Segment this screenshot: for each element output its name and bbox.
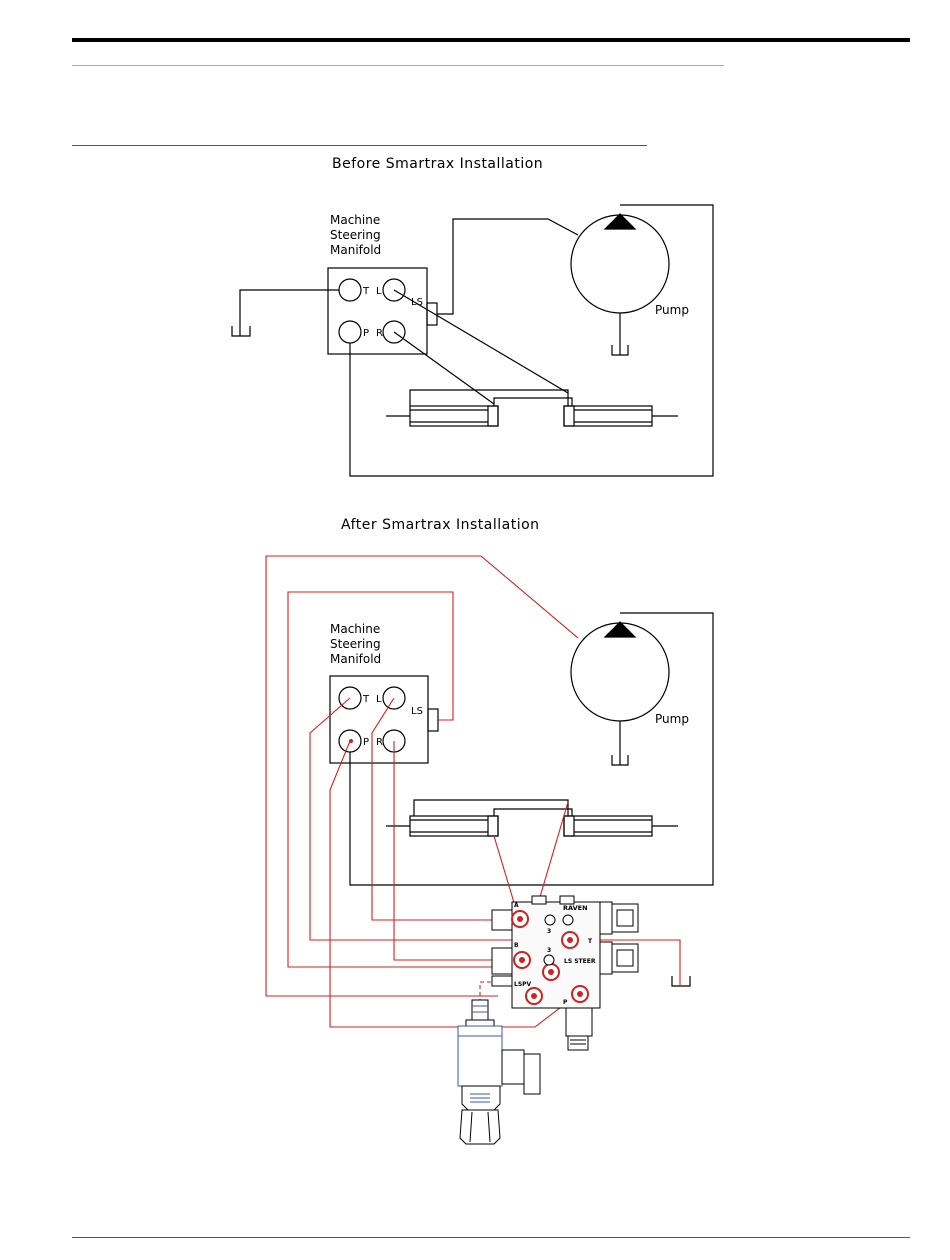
valve-left-fitting-c — [492, 976, 512, 986]
valve-gauge-port-1 — [545, 915, 555, 925]
before-port-p-label: P — [363, 328, 369, 339]
valve-port-p-label: P — [563, 999, 568, 1006]
before-cross-tube-inner — [494, 398, 572, 406]
coil-top-body — [600, 902, 612, 934]
lspv-connector — [502, 1050, 524, 1084]
before-port-l-label: L — [376, 286, 382, 297]
after-port-l-label: L — [376, 694, 382, 705]
valve-num-top: 3 — [547, 928, 551, 935]
valve-top-bump-2 — [560, 896, 574, 904]
after-cyl-right-cap — [564, 816, 574, 836]
valve-bottom-cartridge — [566, 1008, 592, 1036]
valve-left-fitting-b — [492, 948, 512, 974]
before-pressure-line — [350, 205, 713, 476]
after-port-p-label: P — [363, 737, 369, 748]
before-manifold-label-3: Manifold — [330, 243, 381, 257]
before-diagram: Machine Steering Manifold T L P R LS Pum… — [232, 205, 713, 476]
after-cyl-right — [564, 816, 652, 836]
before-l-line — [394, 290, 568, 393]
after-manifold-label-3: Manifold — [330, 652, 381, 666]
before-pump — [571, 215, 669, 313]
before-ls-line — [437, 219, 578, 314]
after-pump-label: Pump — [655, 712, 689, 726]
before-manifold-label-2: Steering — [330, 228, 381, 242]
valve-port-a-label: A — [514, 902, 519, 909]
valve-top-bump-1 — [532, 896, 546, 904]
after-pump-return-loop — [350, 613, 713, 885]
before-port-r-label: R — [376, 328, 383, 339]
valve-port-b-label: B — [514, 942, 519, 949]
before-manifold-label-1: Machine — [330, 213, 380, 227]
after-manifold-label-2: Steering — [330, 637, 381, 651]
valve-gauge-port-3 — [544, 955, 554, 965]
after-manifold-label-1: Machine — [330, 622, 380, 636]
after-cyl-left-cap — [488, 816, 498, 836]
before-cyl-left-cap — [488, 406, 498, 426]
lspv-top-fitting — [472, 1000, 488, 1020]
lspv-solenoid — [458, 1000, 540, 1144]
after-cross-tube-inner — [494, 809, 572, 816]
coil-bottom-body — [600, 942, 612, 974]
before-cyl-right-cap — [564, 406, 574, 426]
valve-lspv-label: LSPV — [514, 981, 532, 988]
p-port-dot — [349, 739, 353, 743]
before-port-t-label: T — [362, 286, 370, 297]
valve-ls-steer-label: LS STEER — [564, 958, 596, 965]
before-port-p — [339, 321, 361, 343]
after-port-ls-label: LS — [411, 706, 423, 717]
after-pump — [571, 623, 669, 721]
before-port-t — [339, 279, 361, 301]
before-r-line — [394, 332, 494, 404]
before-tank-line — [240, 290, 339, 336]
valve-left-fitting-a — [492, 910, 512, 930]
after-port-r-label: R — [376, 737, 383, 748]
before-tank-symbol — [232, 326, 250, 336]
after-cyl-left — [410, 816, 498, 836]
before-cyl-right — [564, 406, 652, 426]
lspv-coil — [458, 1026, 502, 1086]
valve-brand-label: RAVEN — [563, 904, 588, 912]
before-pump-label: Pump — [655, 303, 689, 317]
before-cyl-left — [410, 406, 498, 426]
valve-num-bottom: 3 — [547, 947, 551, 954]
valve-gauge-port-2 — [563, 915, 573, 925]
after-tank-symbol — [672, 976, 690, 986]
after-port-t-label: T — [362, 694, 370, 705]
lspv-nut — [460, 1110, 500, 1144]
after-ls-fitting — [428, 709, 438, 731]
after-cross-tube-outer — [414, 800, 568, 816]
